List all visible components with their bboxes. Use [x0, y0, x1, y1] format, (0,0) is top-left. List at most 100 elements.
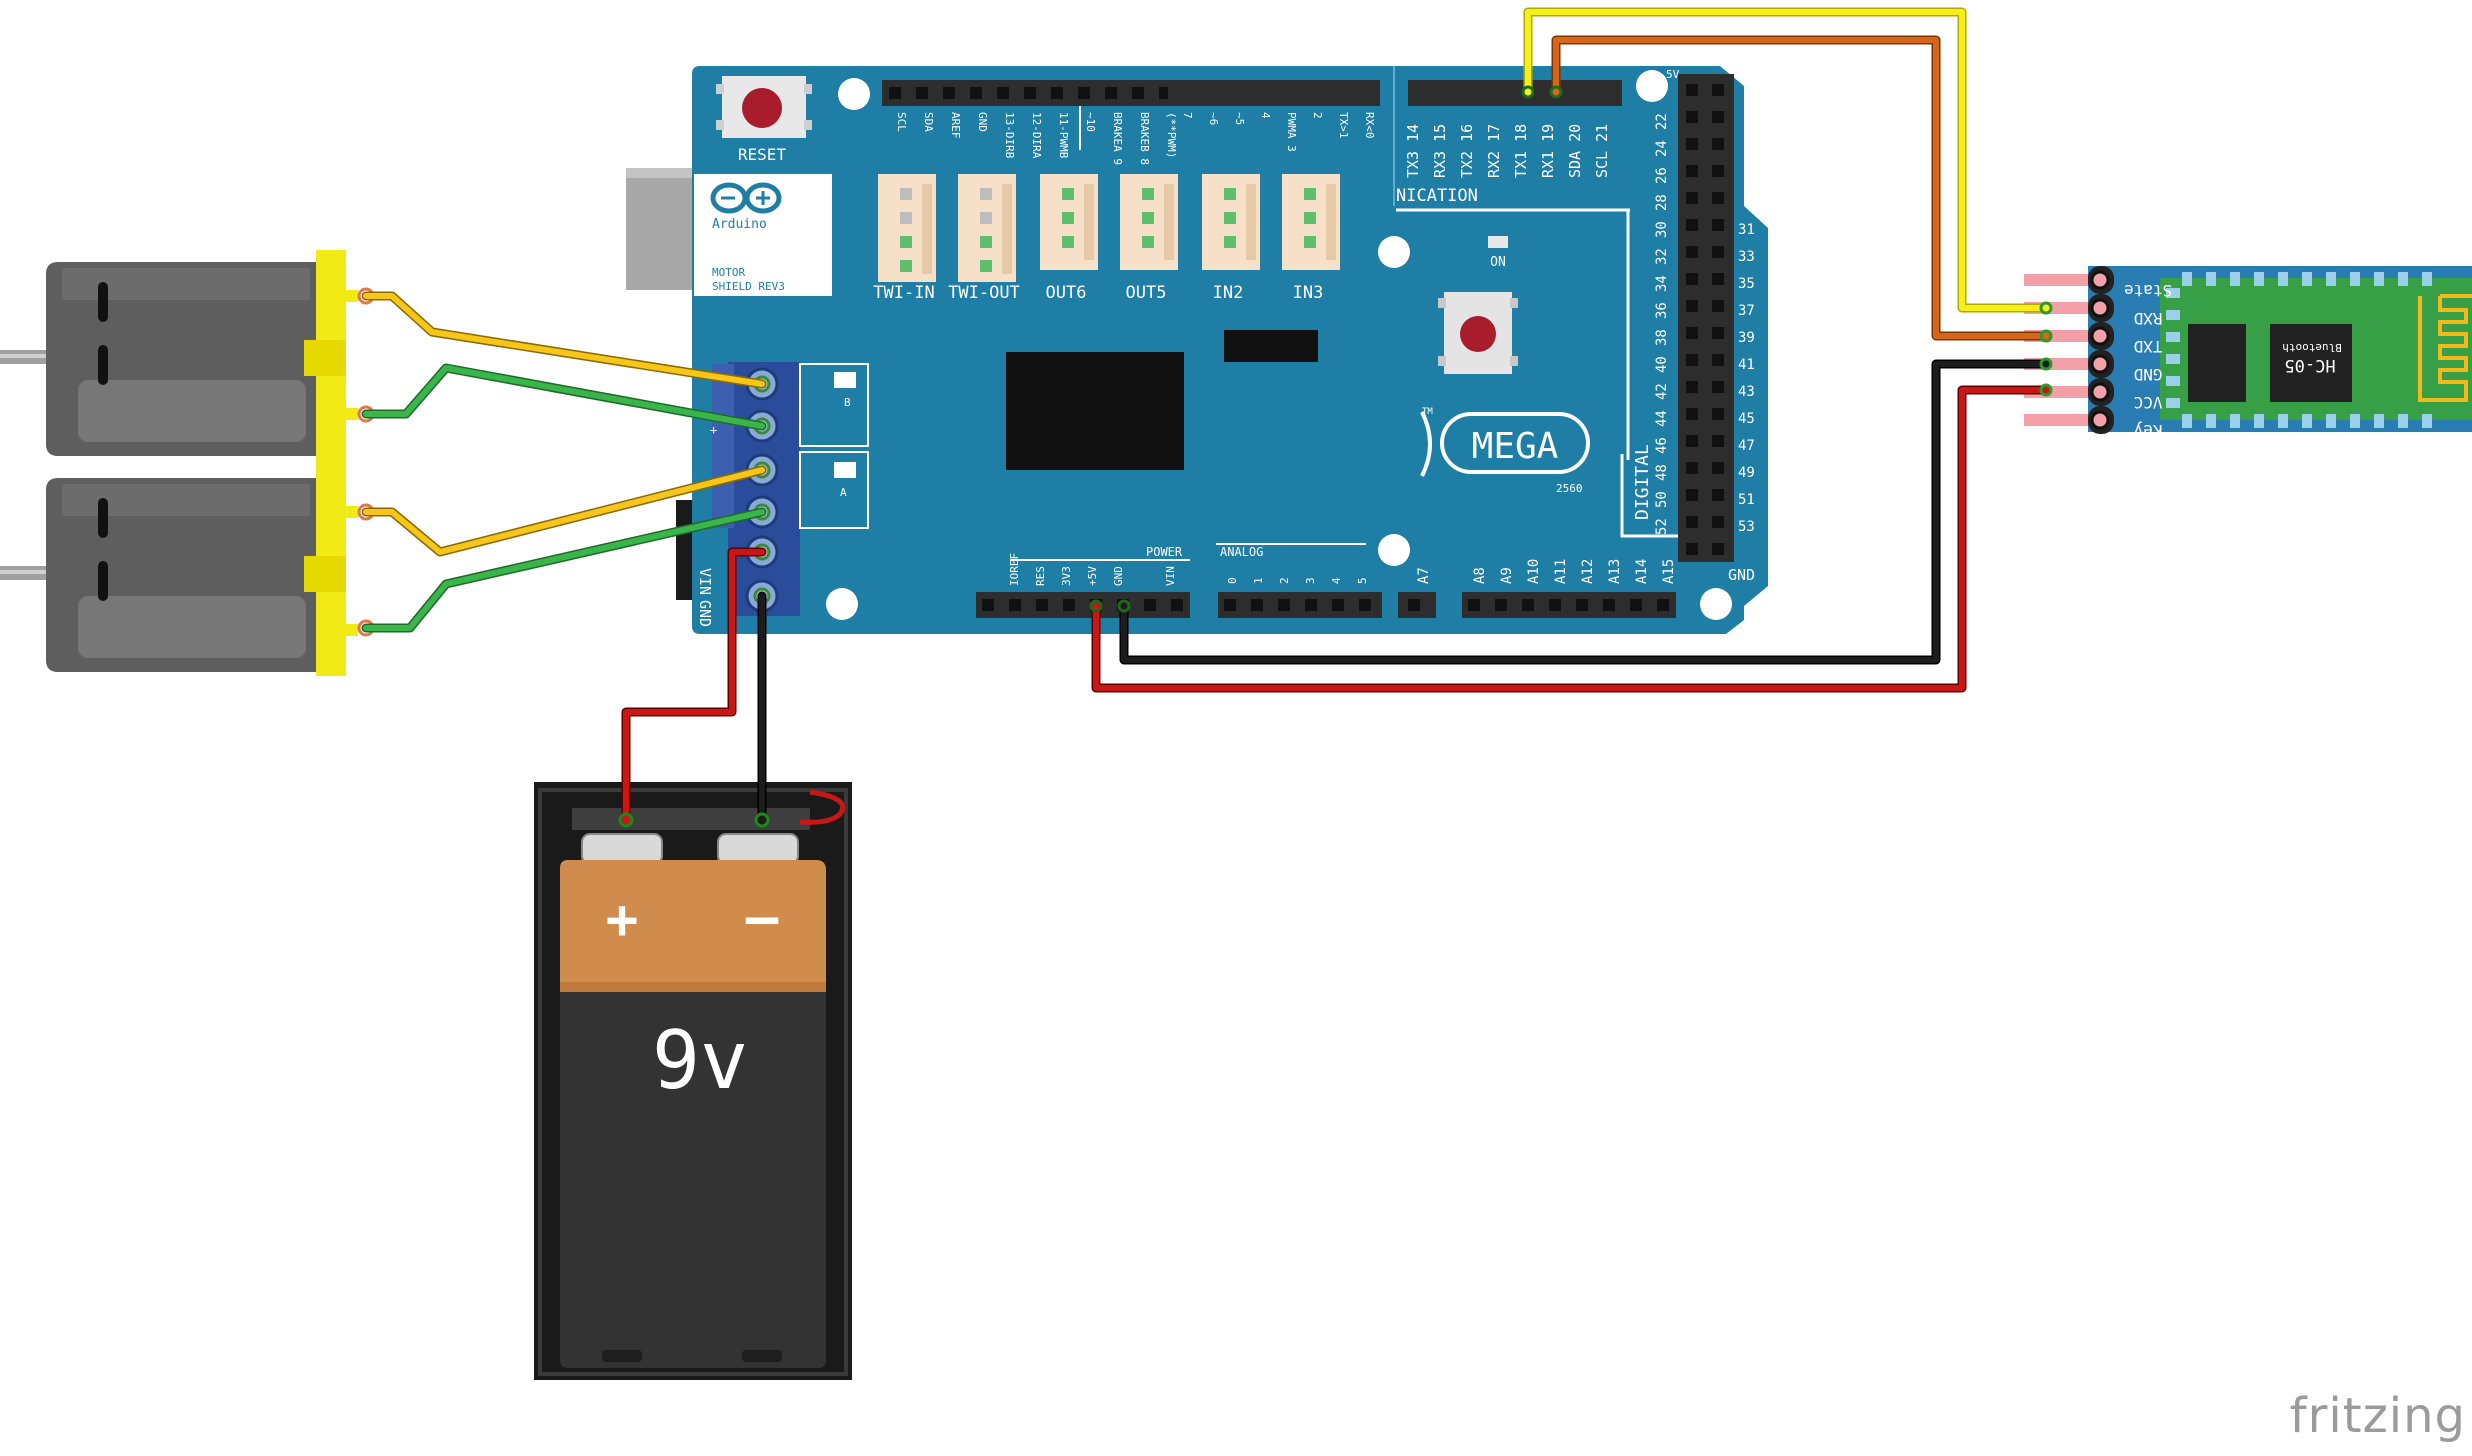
comm-pin-label: TX3 14	[1404, 124, 1422, 178]
header-pin	[982, 599, 994, 611]
header-analog-high	[1462, 592, 1676, 618]
pin-label: 12-DIRA	[1030, 112, 1043, 159]
bt-pad	[2182, 414, 2192, 428]
connector-pin	[1224, 188, 1236, 200]
terminal-gnd-label: GND	[696, 600, 714, 627]
bt-pin-ring	[2090, 270, 2110, 290]
terminal-sign: +	[710, 423, 717, 437]
connector-pin	[980, 260, 992, 272]
digital-pin-label: 39	[1738, 330, 1755, 346]
header-pin	[1549, 599, 1561, 611]
digital-pin-label: 44	[1654, 410, 1670, 427]
header-pin	[1712, 435, 1724, 447]
header-pin	[1171, 599, 1183, 611]
digital-pin-label: 42	[1654, 383, 1670, 400]
main-chip	[1006, 352, 1184, 470]
mega-label: MEGA	[1472, 426, 1559, 467]
analog-pin-label: 3	[1304, 577, 1317, 584]
header-digital	[1678, 74, 1734, 562]
connector-pin	[980, 212, 992, 224]
board-reset-button[interactable]	[1438, 292, 1518, 374]
reset-label: RESET	[738, 145, 787, 164]
connector-bar	[1326, 184, 1336, 260]
header-communication	[1408, 80, 1622, 106]
bt-pad	[2230, 272, 2240, 286]
pin-label: BRAKEA 9	[1111, 112, 1124, 165]
reset-button[interactable]	[716, 76, 812, 138]
header-pin	[1712, 219, 1724, 231]
header-pin	[1686, 462, 1698, 474]
connector-pin	[1304, 188, 1316, 200]
analog-pin-label: A9	[1499, 567, 1515, 584]
connector-bar	[1084, 184, 1094, 260]
bt-pin-label: GND	[2134, 365, 2163, 384]
fivev-label: 5V	[1666, 68, 1680, 81]
bt-pad	[2166, 398, 2180, 408]
on-label: ON	[1490, 255, 1506, 270]
bt-pad	[2374, 272, 2384, 286]
header-pin	[1686, 381, 1698, 393]
power-pin-label: RES	[1034, 566, 1047, 586]
battery-9v	[534, 782, 852, 1380]
bt-pin-ring	[2090, 354, 2110, 374]
bt-pin-label: TXD	[2134, 337, 2163, 356]
mega-badge	[1440, 412, 1590, 474]
digital-pin-label: 34	[1654, 275, 1670, 292]
digital-pin-label: 37	[1738, 303, 1755, 319]
connector-pin	[1142, 212, 1154, 224]
header-pin	[1712, 111, 1724, 123]
communication-label: NICATION	[1396, 186, 1478, 206]
connector-pin	[1062, 188, 1074, 200]
header-pin	[1576, 599, 1588, 611]
header-pin	[1078, 87, 1090, 99]
header-pin	[1712, 408, 1724, 420]
connector-pin	[1304, 212, 1316, 224]
header-pin	[1024, 87, 1036, 99]
a7-label: A7	[1416, 567, 1432, 584]
bt-pad	[2326, 414, 2336, 428]
pin-label: (**PWM)	[1165, 112, 1178, 158]
usb-connector	[626, 168, 696, 290]
power-pin-label: IOREF	[1008, 553, 1021, 586]
digital-pin-label: 50	[1654, 491, 1670, 508]
header-pin	[1712, 165, 1724, 177]
header-pin	[1686, 165, 1698, 177]
comm-pin-label: SDA 20	[1566, 124, 1584, 178]
digital-pin-label: 47	[1738, 438, 1755, 454]
header-pin	[1105, 87, 1117, 99]
header-pin	[1224, 599, 1236, 611]
wire-bt-red	[1091, 385, 2051, 693]
pin-label: RX<0	[1363, 112, 1376, 139]
pin-label: 7	[1181, 112, 1194, 119]
bluetooth-module	[2024, 266, 2472, 434]
analog-pin-label: A15	[1661, 559, 1677, 584]
pin-label: 11-PWMB	[1057, 112, 1070, 159]
digital-pin-label: 31	[1738, 222, 1755, 238]
digital-pin-label: 51	[1738, 492, 1755, 508]
channel-a-label: A	[840, 486, 847, 499]
shield-line1: MOTOR	[712, 266, 745, 279]
digital-pin-label: 49	[1738, 465, 1755, 481]
header-pin	[1712, 84, 1724, 96]
header-pin	[1251, 599, 1263, 611]
digital-pin-label: 41	[1738, 357, 1755, 373]
header-pin	[1036, 599, 1048, 611]
header-pin	[1051, 87, 1063, 99]
header-pin	[1686, 435, 1698, 447]
bt-pad	[2302, 414, 2312, 428]
on-led	[1488, 236, 1508, 248]
arduino-logo-icon	[710, 182, 782, 214]
tm-label: TM	[1422, 407, 1433, 417]
digital-pin-label: 36	[1654, 302, 1670, 319]
power-pin-label: VIN	[1164, 566, 1177, 586]
bt-pad	[2350, 272, 2360, 286]
header-pin	[1686, 516, 1698, 528]
bt-pin-ring	[2090, 382, 2110, 402]
analog-pin-label: A13	[1607, 559, 1623, 584]
connector-pin	[1224, 212, 1236, 224]
header-pin	[1712, 516, 1724, 528]
wire-endpoints	[618, 85, 2053, 828]
battery-minus: –	[746, 886, 779, 949]
header-pin	[1686, 327, 1698, 339]
